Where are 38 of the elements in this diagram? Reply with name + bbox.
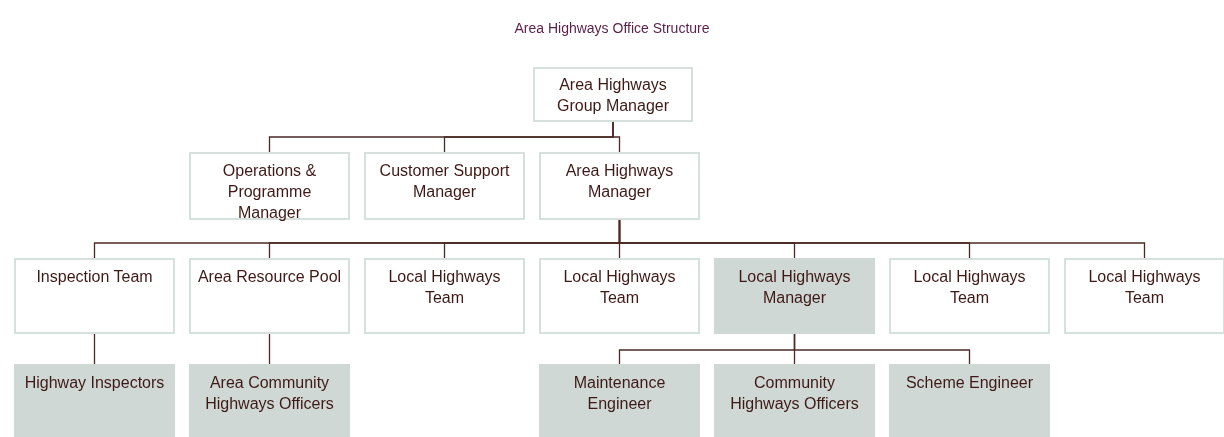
connector-line — [612, 121, 621, 153]
org-box — [364, 152, 525, 220]
role-label: Local Highways Team — [1087, 267, 1202, 308]
connector-line — [793, 333, 971, 365]
role-label: Local Highways Team — [562, 267, 677, 308]
connector-line — [618, 219, 1146, 259]
role-label: Customer Support Manager — [378, 161, 511, 202]
role-label: Highway Inspectors — [23, 373, 166, 393]
diagram-title: Area Highways Office Structure — [513, 20, 711, 36]
role-label: Local Highways Team — [387, 267, 502, 308]
role-label: Scheme Engineer — [904, 373, 1035, 393]
org-box — [364, 258, 525, 334]
role-label: Inspection Team — [35, 267, 154, 287]
org-box — [539, 364, 700, 437]
role-label: Maintenance Engineer — [572, 373, 667, 414]
org-box — [189, 152, 350, 220]
org-box — [189, 364, 350, 437]
org-box — [714, 258, 875, 334]
org-box — [889, 364, 1050, 437]
role-label: Area Highways Group Manager — [555, 75, 671, 116]
org-box — [14, 258, 175, 334]
role-label: Area Community Highways Officers — [204, 373, 335, 414]
org-box — [714, 364, 875, 437]
org-box — [889, 258, 1050, 334]
role-label: Area Highways Manager — [564, 161, 675, 202]
role-label: Local Highways Manager — [737, 267, 852, 308]
org-box — [14, 364, 175, 437]
role-label: Local Highways Team — [912, 267, 1027, 308]
org-box — [539, 258, 700, 334]
role-label: Area Resource Pool — [196, 267, 343, 287]
role-label: Community Highways Officers — [729, 373, 860, 414]
org-box — [189, 258, 350, 334]
org-box — [1064, 258, 1224, 334]
connector-line — [268, 333, 271, 365]
role-label: Operations & Programme Manager — [221, 161, 318, 223]
org-box — [539, 152, 700, 220]
org-box — [533, 67, 693, 122]
connector-line — [93, 333, 96, 365]
